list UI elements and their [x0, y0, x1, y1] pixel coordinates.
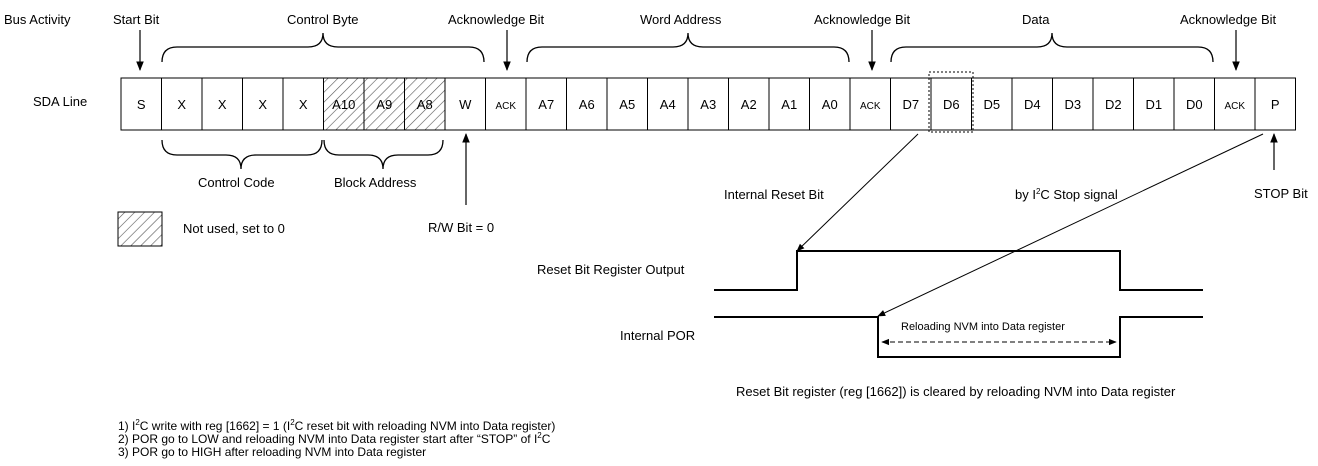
- reloading-label: Reloading NVM into Data register: [901, 321, 1065, 333]
- sda-cell-box: [1214, 77, 1256, 131]
- legend-label: Not used, set to 0: [183, 221, 285, 236]
- sda-cell-box: [809, 77, 851, 131]
- stop-bit-label: STOP Bit: [1254, 186, 1308, 201]
- sda-cell-label: X: [299, 97, 308, 112]
- block-address-brace: [323, 139, 444, 170]
- d6-highlight: [928, 71, 974, 133]
- sda-cell-label: A7: [538, 97, 554, 112]
- stop-signal-diagonal-arrow: [877, 133, 1264, 317]
- sda-cell-box: [201, 77, 243, 131]
- sda-cell-box: [1173, 77, 1215, 131]
- ack-bit-label-3: Acknowledge Bit: [1180, 12, 1276, 27]
- cleared-note: Reset Bit register (reg [1662]) is clear…: [736, 384, 1176, 399]
- sda-cell-label: A3: [700, 97, 716, 112]
- sda-cell-box: [1254, 77, 1296, 131]
- reset-bit-output-label: Reset Bit Register Output: [537, 262, 685, 277]
- bus-activity-label: Bus Activity: [4, 12, 71, 27]
- sda-cell-label: A4: [660, 97, 676, 112]
- sda-cell-label: A1: [781, 97, 797, 112]
- sda-line-label: SDA Line: [33, 94, 87, 109]
- sda-cell-label: D4: [1024, 97, 1041, 112]
- data-brace: [890, 32, 1214, 63]
- sda-cell-box: [606, 77, 648, 131]
- rw-bit-label: R/W Bit = 0: [428, 220, 494, 235]
- sda-cell-box: [849, 77, 891, 131]
- sda-cell-box: [444, 77, 486, 131]
- sda-cell-label: X: [258, 97, 267, 112]
- control-byte-label: Control Byte: [287, 12, 359, 27]
- footnote-1: 1) I2C write with reg [1662] = 1 (I2C re…: [118, 418, 555, 433]
- sda-cell-box: [120, 77, 162, 131]
- sda-cell-label: W: [459, 97, 472, 112]
- control-byte-brace: [161, 32, 485, 63]
- sda-cell-label: A0: [822, 97, 838, 112]
- control-code-label: Control Code: [198, 175, 275, 190]
- sda-cell-box: [930, 77, 972, 131]
- sda-cell-box: [647, 77, 689, 131]
- sda-cell-label: X: [177, 97, 186, 112]
- word-address-label: Word Address: [640, 12, 722, 27]
- internal-por-waveform: [714, 316, 1203, 358]
- sda-cell-label: X: [218, 97, 227, 112]
- sda-cell-label: D5: [983, 97, 1000, 112]
- word-address-brace: [526, 32, 850, 63]
- sda-cell-label: D3: [1064, 97, 1081, 112]
- ack-bit-label-1: Acknowledge Bit: [448, 12, 544, 27]
- sda-cell-label: D6: [943, 97, 960, 112]
- sda-cell-box: [242, 77, 284, 131]
- sda-cell-label: ACK: [1224, 101, 1245, 112]
- sda-cell-label: A9: [376, 97, 392, 112]
- sda-cell-label: A8: [417, 97, 433, 112]
- sda-cell-box: [566, 77, 608, 131]
- sda-cell-label: D2: [1105, 97, 1122, 112]
- sda-cell-box: [525, 77, 567, 131]
- internal-reset-bit-label: Internal Reset Bit: [724, 187, 824, 202]
- sda-cell-label: D0: [1186, 97, 1203, 112]
- sda-cell-box: [1133, 77, 1175, 131]
- data-label: Data: [1022, 12, 1050, 27]
- sda-cell-label: A10: [332, 97, 355, 112]
- sda-cell-row: S X X X X A10 A9 A8 W ACK A7 A6 A5 A4 A3 A2 A1 A0 ACK D7 D6 D…: [120, 77, 1296, 131]
- sda-cell-box: [1052, 77, 1094, 131]
- control-code-brace: [161, 139, 323, 170]
- sda-cell-label: D1: [1145, 97, 1162, 112]
- internal-por-label: Internal POR: [620, 328, 695, 343]
- sda-cell-label: ACK: [860, 101, 881, 112]
- reset-bit-diagonal-arrow: [796, 133, 919, 252]
- sda-cell-label: D7: [902, 97, 919, 112]
- sda-cell-label: S: [137, 97, 146, 112]
- start-bit-label: Start Bit: [113, 12, 160, 27]
- sda-cell-box: [161, 77, 203, 131]
- sda-cell-label: A2: [741, 97, 757, 112]
- sda-cell-label: A5: [619, 97, 635, 112]
- sda-cell-box: [971, 77, 1013, 131]
- sda-cell-label: P: [1271, 97, 1280, 112]
- footnote-3: 3) POR go to HIGH after reloading NVM in…: [118, 445, 426, 459]
- sda-cell-label: A6: [579, 97, 595, 112]
- sda-cell-box: [485, 77, 527, 131]
- sda-cell-label: ACK: [495, 101, 516, 112]
- footnote-2: 2) POR go to LOW and reloading NVM into …: [118, 431, 551, 446]
- sda-cell-box: [890, 77, 932, 131]
- block-address-label: Block Address: [334, 175, 417, 190]
- reset-bit-output-waveform: [714, 250, 1203, 291]
- ack-bit-label-2: Acknowledge Bit: [814, 12, 910, 27]
- by-i2c-stop-label: by I2C Stop signal: [1015, 187, 1118, 202]
- sda-cell-box: [323, 77, 365, 131]
- sda-cell-box: [1092, 77, 1134, 131]
- legend-hatch-box: [117, 211, 163, 247]
